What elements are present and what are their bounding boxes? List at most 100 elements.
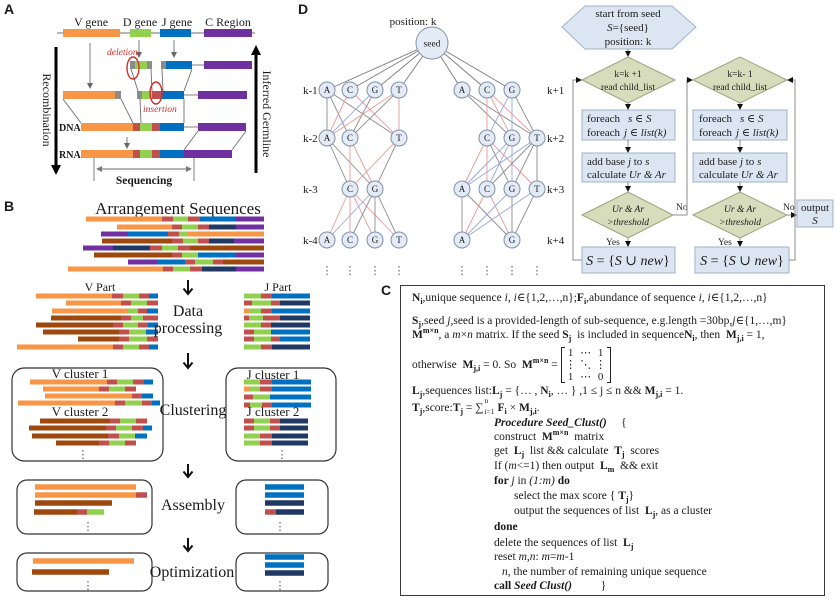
v-segment-variant: [102, 238, 172, 244]
junction-insertion-segment: [112, 293, 123, 299]
nucleotide-node: G: [503, 81, 521, 99]
sequence-bar: [244, 322, 310, 328]
junction-insertion-segment: [119, 329, 129, 335]
sequence-bar: [244, 418, 308, 424]
junction-insertion-segment: [270, 425, 280, 431]
d-segment: [117, 379, 133, 385]
loop-keyword: foreach: [587, 113, 620, 125]
sequence-bar: [30, 379, 153, 385]
algorithm-line: delete the sequences of list Lj: [494, 536, 634, 551]
junction-insertion-segment: [244, 425, 254, 431]
v-segment: [244, 308, 249, 314]
junction-insertion-segment: [139, 344, 149, 350]
junction-insertion-segment: [113, 344, 123, 350]
node-base-label: C: [347, 235, 353, 245]
junction-insertion-segment: [261, 322, 271, 328]
emphasis-run: Seed Clust(): [514, 580, 572, 592]
j-segment-variant: [280, 315, 310, 321]
data-processing-label-line2: processing: [154, 320, 222, 337]
level-label: k+1: [547, 85, 564, 97]
text-run: = {… ,: [502, 385, 541, 397]
tree-edge: [461, 137, 488, 190]
junction-insertion-segment: [244, 336, 254, 342]
c-region-segment: [101, 231, 128, 237]
d-segment: [254, 418, 270, 424]
sequence-bar: [63, 29, 252, 37]
sequence-bar: [244, 433, 308, 439]
sequence-bar: [45, 393, 153, 399]
step-arrow-icon: [182, 538, 194, 553]
insertion-marker-ring: [149, 81, 163, 105]
c-region-segment: [83, 245, 113, 251]
sequence-bar: [244, 394, 311, 400]
assembly-bars: [34, 484, 304, 515]
recombination-arrow-icon: [51, 47, 61, 175]
junction-insertion-segment: [244, 418, 254, 424]
j-segment: [157, 259, 185, 265]
j-cluster-2-label: J cluster 2: [247, 404, 300, 419]
junction-insertion-segment: [106, 425, 116, 431]
deletion-marker-ring: [126, 56, 140, 80]
node-base-label: G: [509, 235, 516, 245]
deleted-end-segment: [130, 61, 135, 69]
tree-edge: [349, 137, 400, 190]
emphasis-run: L: [599, 460, 608, 472]
emphasis-run: M: [521, 359, 533, 371]
text-run: ,sequences list:: [422, 385, 492, 397]
inferred-germline-label: Inferred Germline: [260, 71, 274, 158]
emphasis-run: m: [541, 551, 550, 563]
algorithm-line: Mm×n, a m×n matrix. If the seed Sj is in…: [412, 326, 765, 343]
subscript: i: [583, 297, 587, 306]
junction-insertion-segment: [132, 393, 142, 399]
j-segment: [272, 293, 310, 299]
emphasis-run: i: [707, 292, 711, 304]
subscript: j: [630, 542, 634, 551]
d-segment: [254, 329, 271, 335]
binary-matrix: 1⋯1⋮⋱⋮1⋯0: [560, 347, 611, 384]
level-label: k+3: [547, 184, 565, 196]
tree-edge: [461, 188, 488, 241]
text-run: :: [535, 551, 542, 563]
junction-insertion-segment: [260, 386, 272, 392]
emphasis-run: L: [491, 385, 500, 397]
nucleotide-node: T: [528, 180, 546, 198]
nucleotide-node: C: [478, 180, 496, 198]
subscript: j,i: [736, 334, 744, 343]
yes-label: Yes: [718, 238, 732, 248]
d-segment: [250, 402, 262, 408]
loop-keyword: foreach: [699, 127, 732, 139]
junction-insertion-segment: [142, 400, 152, 406]
sequence-bar: [117, 224, 264, 230]
c-region-segment: [204, 29, 252, 37]
sequence-bar: [128, 259, 264, 265]
nucleotide-node: G: [503, 231, 521, 249]
node-circle: [318, 129, 336, 147]
c-region-segment: [204, 61, 252, 69]
rna-label: RNA: [59, 150, 81, 161]
junction-insertion-segment: [271, 300, 280, 306]
j-gene-label: J gene: [162, 15, 192, 29]
text-run: matrix. If the seed: [472, 329, 563, 341]
forward-step-diamond: [580, 56, 677, 104]
connector-line: [161, 68, 164, 92]
tree-edge: [349, 89, 400, 139]
deleted-end-segment: [115, 91, 121, 99]
emphasis-run: M: [462, 359, 474, 371]
rearrangement-connectors: [62, 68, 247, 151]
output-set: S: [812, 215, 818, 227]
emphasis-run: L: [623, 537, 631, 549]
node-circle: [318, 81, 336, 99]
j-segment-variant: [209, 238, 234, 244]
j-segment: [271, 329, 310, 335]
tree-edge: [326, 89, 400, 139]
nucleotide-node: G: [366, 231, 384, 249]
v-part-bars: [17, 293, 158, 350]
text-run: , then: [694, 329, 726, 341]
sequence-bar: [52, 308, 158, 314]
junction-insertion-segment: [143, 315, 158, 321]
v-segment-variant: [34, 509, 77, 515]
junction-insertion-segment: [136, 492, 147, 498]
d-segment: [87, 509, 104, 515]
condition-line2: >threshold: [607, 218, 649, 228]
